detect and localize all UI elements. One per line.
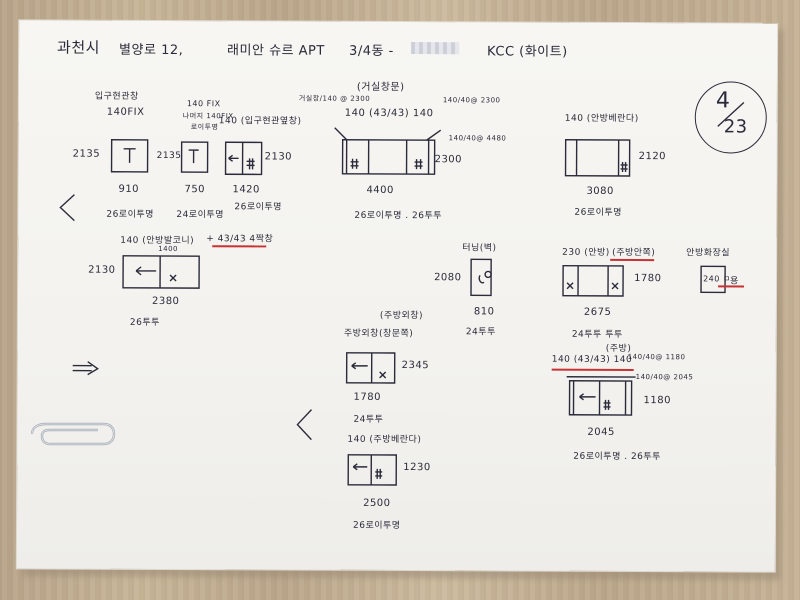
w6-red-underline bbox=[212, 245, 267, 247]
chevron-left-icon bbox=[59, 194, 75, 222]
w4-height: 2300 bbox=[434, 154, 463, 166]
w6-label-red: + 43/43 4짝창 bbox=[206, 234, 274, 245]
w6-top-width: 1400 bbox=[158, 244, 179, 254]
w7-width: 810 bbox=[473, 306, 495, 318]
w12-height: 1230 bbox=[403, 462, 431, 474]
w1-window-sketch bbox=[110, 139, 149, 173]
w7-label: 터닝(벽) bbox=[462, 243, 497, 254]
w6-width: 2380 bbox=[151, 295, 180, 308]
w11-height: 1180 bbox=[643, 395, 672, 407]
w9-window-sketch bbox=[700, 265, 726, 294]
w10-label: 주방외창(창문쪽) bbox=[343, 328, 414, 340]
w10-window-sketch bbox=[345, 352, 396, 384]
w11-red-underline bbox=[551, 368, 634, 371]
w9-label: 안방화장실 bbox=[686, 248, 731, 259]
header-brand: KCC (화이트) bbox=[487, 44, 568, 60]
w6-label: 140 (안방발코니) bbox=[120, 235, 195, 247]
w9-red-underline bbox=[718, 285, 745, 288]
w3-label: 140 (입구현관옆창) bbox=[218, 116, 302, 127]
w4-finish: 26로이투명 . 26투투 bbox=[354, 210, 443, 222]
w10-height: 2345 bbox=[401, 360, 430, 372]
w8-red-underline bbox=[610, 258, 655, 261]
header-unit: 3/4동 - bbox=[349, 43, 394, 59]
w9-value: 240 ㅁ bbox=[703, 274, 731, 284]
w6-finish: 26투투 bbox=[129, 317, 160, 328]
w12-width: 2500 bbox=[363, 497, 391, 509]
w5-label: 140 (안방베란다) bbox=[564, 113, 639, 125]
w2-width: 750 bbox=[184, 184, 206, 196]
w1-finish: 26로이투명 bbox=[106, 209, 154, 220]
w3-window-sketch bbox=[224, 141, 263, 176]
w4-note-right-bottom: 140/40@ 4480 bbox=[448, 134, 507, 143]
w8-window-sketch bbox=[562, 265, 624, 297]
w3-height: 2130 bbox=[264, 151, 293, 163]
w6-height: 2130 bbox=[88, 264, 116, 276]
w2-sub2: 로이투명 bbox=[190, 123, 219, 132]
w4-note-left: 거실창/140 @ 2300 bbox=[298, 94, 371, 103]
w4-width: 4400 bbox=[366, 184, 394, 196]
w11-note-bottom: 140/40@ 2045 bbox=[635, 373, 694, 382]
page-badge: 4 23 bbox=[694, 81, 767, 154]
w5-height: 2120 bbox=[638, 151, 667, 163]
w7-window-sketch bbox=[470, 258, 492, 297]
w2-height: 2135 bbox=[156, 150, 182, 162]
w10-title: (주방외창) bbox=[379, 310, 424, 322]
w8-width: 2675 bbox=[583, 306, 612, 318]
w8-label: 230 (안방) bbox=[562, 247, 610, 258]
redacted-unit bbox=[411, 42, 460, 55]
w12-window-sketch bbox=[347, 454, 398, 486]
w7-height: 2080 bbox=[434, 272, 462, 284]
w11-width: 2045 bbox=[587, 426, 615, 438]
w4-window-sketch bbox=[334, 127, 442, 175]
sketch-sheet: 과천시 별양로 12, 래미안 슈르 APT 3/4동 - KCC (화이트) … bbox=[16, 20, 778, 572]
paperclip-icon bbox=[30, 422, 116, 446]
w8-height: 1780 bbox=[634, 273, 662, 285]
w1-height: 2135 bbox=[72, 148, 101, 160]
header-address: 별양로 12, bbox=[119, 42, 184, 59]
w11-label-red: 140 (43/43) 140 bbox=[551, 354, 633, 366]
w8-finish: 24투투 투투 bbox=[571, 329, 623, 340]
w11-finish: 26로이투명 . 26투투 bbox=[573, 451, 661, 463]
w1-width: 910 bbox=[118, 183, 140, 195]
w10-finish: 24투투 bbox=[353, 414, 384, 425]
w3-finish: 26로이투명 bbox=[234, 202, 282, 213]
w3-width: 1420 bbox=[232, 184, 260, 196]
header-apartment: 래미안 슈르 APT bbox=[227, 43, 325, 59]
page-denominator: 23 bbox=[723, 116, 748, 138]
w4-title: (거실창문) bbox=[356, 81, 405, 94]
arrow-right-icon bbox=[72, 361, 99, 376]
w1-spec: 140FIX bbox=[106, 106, 145, 118]
w1-label: 입구현관창 bbox=[94, 91, 139, 102]
w5-width: 3080 bbox=[586, 185, 614, 197]
w11-window-sketch bbox=[566, 376, 636, 416]
w5-finish: 26로이투명 bbox=[574, 207, 622, 218]
w8-label-red: (주방안쪽) bbox=[612, 247, 656, 259]
w12-label: 140 (주방베란다) bbox=[347, 434, 422, 446]
w7-finish: 24투투 bbox=[465, 327, 496, 338]
header-city: 과천시 bbox=[57, 38, 101, 57]
w5-window-sketch bbox=[564, 139, 631, 177]
w2-window-sketch bbox=[180, 141, 209, 173]
w4-note-right-top: 140/40@ 2300 bbox=[442, 96, 501, 105]
w2-finish: 24로이투명 bbox=[176, 210, 224, 221]
chevron-left-icon-lower bbox=[296, 409, 313, 441]
w11-note-top: 140/40@ 1180 bbox=[627, 353, 686, 362]
w10-width: 1780 bbox=[353, 391, 382, 403]
w12-finish: 26로이투명 bbox=[352, 520, 401, 532]
page-slash bbox=[717, 101, 745, 127]
w6-window-sketch bbox=[122, 255, 200, 289]
w2-label: 140 FIX bbox=[186, 99, 221, 109]
